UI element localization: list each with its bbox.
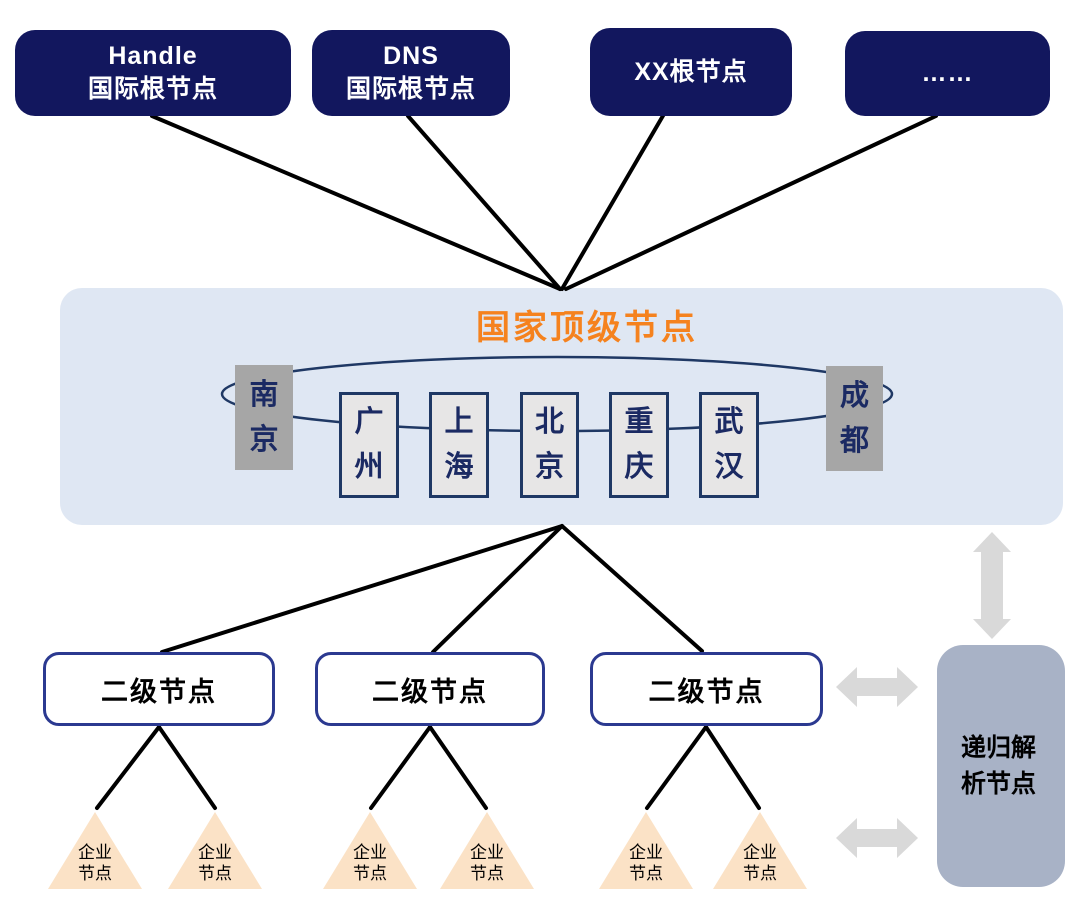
- line-ent-2: [157, 725, 217, 810]
- enterprise-node-6-label: 企业节点: [743, 842, 777, 883]
- second-level-node-2-label: 二级节点: [372, 676, 488, 707]
- second-level-node-1: 二级节点: [43, 652, 275, 726]
- enterprise-node-3-label: 企业节点: [353, 842, 387, 883]
- line-second-2: [431, 524, 564, 654]
- city-node-nanjing: 南京: [235, 365, 293, 470]
- line-ent-3: [369, 725, 432, 810]
- city-node-guangzhou: 广州: [339, 392, 399, 498]
- national-node-title: 国家顶级节点: [476, 309, 698, 347]
- line-ellipsis-root: [564, 114, 938, 291]
- root-node-xx-label: XX根节点: [634, 57, 748, 86]
- second-level-node-3-label: 二级节点: [648, 676, 765, 707]
- enterprise-node-1: 企业节点: [48, 812, 142, 889]
- line-ent-6: [704, 725, 761, 810]
- horizontal-double-arrow-icon-top: [836, 667, 918, 707]
- enterprise-node-6: 企业节点: [713, 812, 807, 889]
- line-ent-5: [645, 725, 708, 810]
- city-node-chongqing-label: 重庆: [624, 406, 654, 483]
- root-node-dns-line1: DNS: [383, 42, 439, 70]
- root-node-handle-line2: 国际根节点: [87, 75, 218, 103]
- recursive-resolution-node-label: 递归解析节点: [961, 733, 1037, 798]
- line-xx-root: [560, 112, 666, 291]
- second-to-enterprise-lines: [95, 725, 761, 810]
- second-level-node-2: 二级节点: [315, 652, 545, 726]
- line-ent-1: [95, 725, 161, 810]
- city-node-wuhan: 武汉: [699, 392, 759, 498]
- enterprise-node-4: 企业节点: [440, 812, 534, 889]
- vertical-double-arrow-icon: [973, 532, 1011, 639]
- enterprise-node-5-label: 企业节点: [629, 842, 663, 883]
- enterprise-node-1-label: 企业节点: [78, 842, 112, 883]
- city-node-shanghai-label: 上海: [444, 406, 474, 483]
- root-node-ellipsis: ……: [845, 31, 1050, 116]
- city-node-chengdu: 成都: [826, 366, 883, 471]
- enterprise-node-4-label: 企业节点: [470, 842, 504, 883]
- enterprise-node-3: 企业节点: [323, 812, 417, 889]
- line-second-1: [160, 524, 564, 654]
- second-level-node-1-label: 二级节点: [101, 676, 217, 707]
- city-node-chengdu-label: 成都: [839, 379, 869, 457]
- root-node-dns: DNS 国际根节点: [312, 30, 510, 116]
- city-node-beijing-label: 北京: [534, 406, 564, 483]
- city-node-guangzhou-label: 广州: [354, 406, 384, 483]
- city-node-chongqing: 重庆: [609, 392, 669, 498]
- line-ent-4: [428, 725, 488, 810]
- line-second-3: [560, 524, 704, 653]
- root-node-xx: XX根节点: [590, 28, 792, 116]
- enterprise-node-5: 企业节点: [599, 812, 693, 889]
- city-node-nanjing-label: 南京: [249, 378, 279, 456]
- root-node-ellipsis-label: ……: [921, 59, 974, 87]
- enterprise-node-2-label: 企业节点: [198, 842, 232, 883]
- horizontal-double-arrow-icon-bottom: [836, 818, 918, 858]
- second-level-node-3: 二级节点: [590, 652, 823, 726]
- national-to-second-lines: [160, 524, 704, 654]
- enterprise-node-2: 企业节点: [168, 812, 262, 889]
- city-node-shanghai: 上海: [429, 392, 489, 498]
- city-node-wuhan-label: 武汉: [714, 406, 744, 483]
- root-node-dns-line2: 国际根节点: [345, 75, 476, 103]
- recursive-resolution-node: 递归解析节点: [937, 645, 1065, 887]
- root-node-handle: Handle 国际根节点: [15, 30, 291, 116]
- line-handle-root: [150, 114, 562, 291]
- line-dns-root: [406, 114, 562, 291]
- city-node-beijing: 北京: [520, 392, 579, 498]
- root-node-handle-line1: Handle: [108, 42, 198, 70]
- root-to-national-lines: [150, 112, 938, 291]
